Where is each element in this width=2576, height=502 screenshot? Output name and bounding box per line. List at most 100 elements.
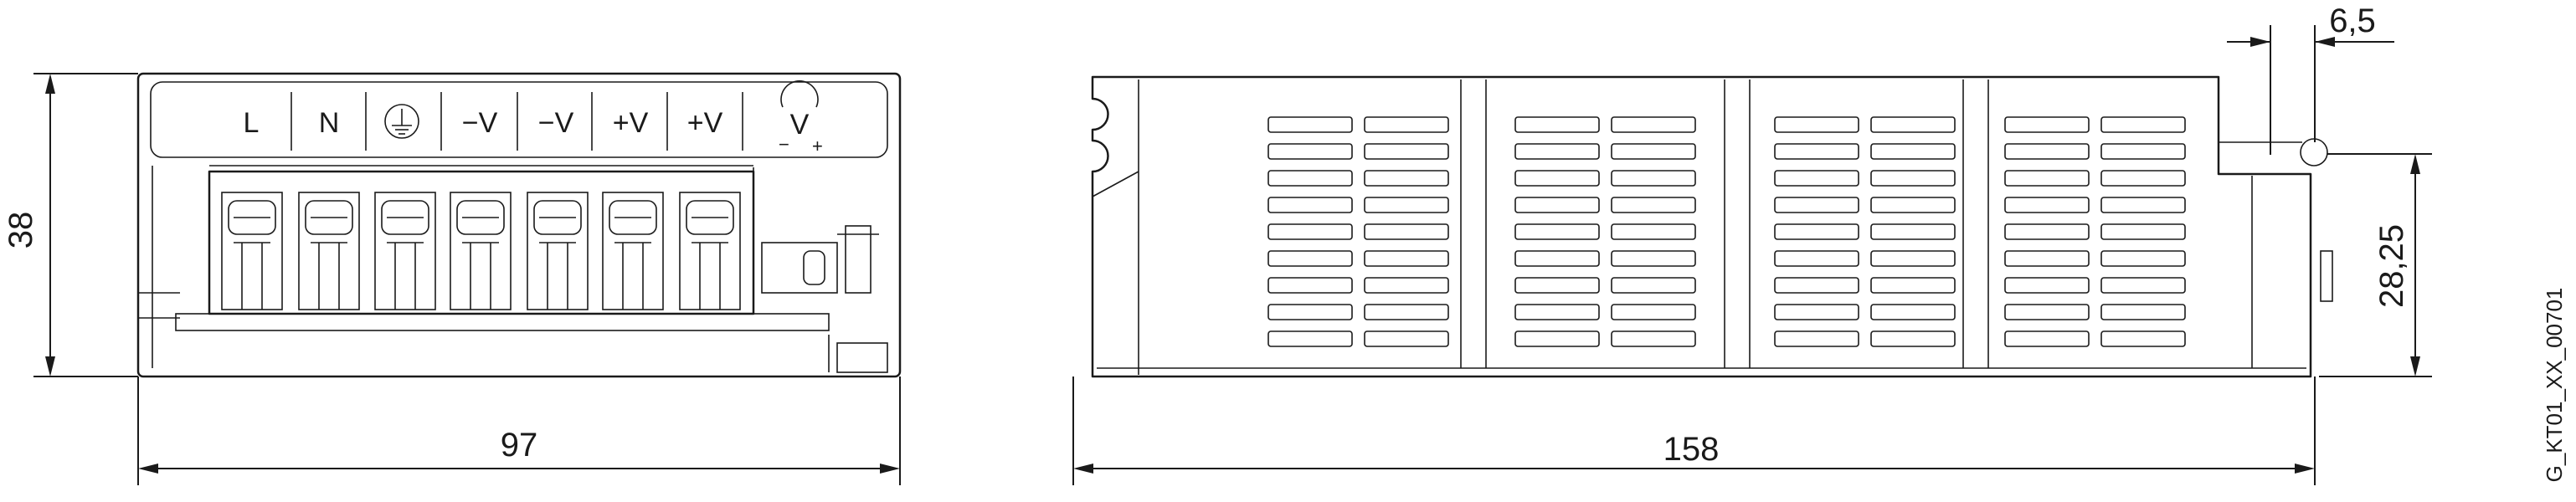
vent-slot <box>2100 223 2186 240</box>
vent-slot <box>1267 304 1353 320</box>
vent-slot <box>1870 250 1956 267</box>
vent-slot <box>1870 143 1956 160</box>
vent-slot <box>1267 170 1353 187</box>
vent-slot <box>2004 277 2090 294</box>
terminal-label-0: L <box>244 107 260 139</box>
vent-slot <box>1611 197 1696 213</box>
vent-slot <box>1267 250 1353 267</box>
screw-terminals <box>221 192 741 310</box>
terminal-label-strip <box>150 81 888 158</box>
vent-slot <box>1774 250 1859 267</box>
vent-slot <box>1774 277 1859 294</box>
svg-text:N: N <box>319 107 340 139</box>
screw-terminal <box>450 192 512 310</box>
vent-slot <box>2100 143 2186 160</box>
vent-slot <box>1611 330 1696 347</box>
length-dimension-label: 158 <box>1663 431 1720 468</box>
vent-slot <box>2004 304 2090 320</box>
vent-slot <box>2100 170 2186 187</box>
vent-slot <box>1514 250 1600 267</box>
terminal-label-3: −V <box>462 107 498 139</box>
svg-text:−V: −V <box>462 107 498 139</box>
vent-slot <box>2100 330 2186 347</box>
vent-slot <box>1611 250 1696 267</box>
vent-slot <box>1774 197 1859 213</box>
screw-terminal <box>221 192 283 310</box>
terminal-labels: L N −V −V +V +V <box>244 104 723 139</box>
vent-slot <box>1870 197 1956 213</box>
side-latch <box>2320 250 2333 302</box>
vent-slot <box>1267 277 1353 294</box>
hole-height-dimension-label: 28,25 <box>2373 224 2410 308</box>
vent-slot <box>1514 304 1600 320</box>
height-dimension-label: 38 <box>3 212 39 249</box>
vent-slot <box>2004 223 2090 240</box>
screw-terminal <box>374 192 436 310</box>
vent-slot <box>1514 197 1600 213</box>
vent-slot <box>1774 143 1859 160</box>
vent-slot <box>1870 330 1956 347</box>
vent-slot <box>1870 223 1956 240</box>
dimension-lines <box>33 25 2432 485</box>
vent-slot <box>2100 304 2186 320</box>
terminal-label-6: +V <box>687 107 723 139</box>
vent-slot <box>1611 116 1696 133</box>
vent-slot <box>1514 116 1600 133</box>
panel-dividers <box>1460 79 1989 368</box>
vent-slot <box>1774 170 1859 187</box>
vent-slot <box>1267 197 1353 213</box>
front-housing-outline <box>136 72 902 378</box>
vent-slot <box>1364 223 1449 240</box>
svg-text:+: + <box>812 136 823 156</box>
vent-slot <box>2100 197 2186 213</box>
vent-slot <box>2100 250 2186 267</box>
vent-slot <box>2004 197 2090 213</box>
voltage-adjust-icon: V − + <box>779 80 823 156</box>
screw-terminal <box>298 192 360 310</box>
vent-slot <box>1364 304 1449 320</box>
vent-slot <box>1364 277 1449 294</box>
svg-text:−V: −V <box>538 107 574 139</box>
vent-slot <box>2004 170 2090 187</box>
width-dimension-label: 97 <box>501 427 538 464</box>
terminal-label-4: −V <box>538 107 574 139</box>
svg-text:+V: +V <box>613 107 649 139</box>
vent-slot <box>1514 223 1600 240</box>
side-view <box>1091 75 2333 378</box>
mounting-hole <box>2300 138 2328 166</box>
vent-slot <box>1870 116 1956 133</box>
vent-slot <box>1364 143 1449 160</box>
vent-slot <box>2100 116 2186 133</box>
vent-slot <box>1267 116 1353 133</box>
terminal-label-1: N <box>319 107 340 139</box>
vent-slot <box>1364 197 1449 213</box>
vent-slot <box>1267 143 1353 160</box>
front-view: L N −V −V +V +V V <box>136 72 902 378</box>
label-separators <box>291 92 743 151</box>
vent-slot <box>1611 170 1696 187</box>
vent-slot <box>2100 277 2186 294</box>
svg-text:V: V <box>790 109 810 141</box>
vent-slot <box>1774 223 1859 240</box>
vent-slot <box>1514 277 1600 294</box>
potentiometer-component <box>761 225 888 373</box>
vent-slot <box>1774 330 1859 347</box>
vent-slot <box>1364 250 1449 267</box>
vent-slot <box>1870 304 1956 320</box>
vent-slot <box>1267 330 1353 347</box>
drawing-id: G_KT01_XX_00701 <box>2542 288 2567 483</box>
vent-slot <box>1611 143 1696 160</box>
vent-slot <box>2004 250 2090 267</box>
vent-slot <box>2004 143 2090 160</box>
screw-terminal <box>602 192 664 310</box>
screw-terminal <box>527 192 589 310</box>
earth-symbol-icon <box>384 104 419 139</box>
svg-text:+V: +V <box>687 107 723 139</box>
vent-slot <box>1611 304 1696 320</box>
side-housing-outline <box>1091 75 2312 378</box>
vent-slot <box>2004 330 2090 347</box>
vent-slot <box>1267 223 1353 240</box>
vent-slot <box>1514 330 1600 347</box>
screw-terminal <box>679 192 741 310</box>
